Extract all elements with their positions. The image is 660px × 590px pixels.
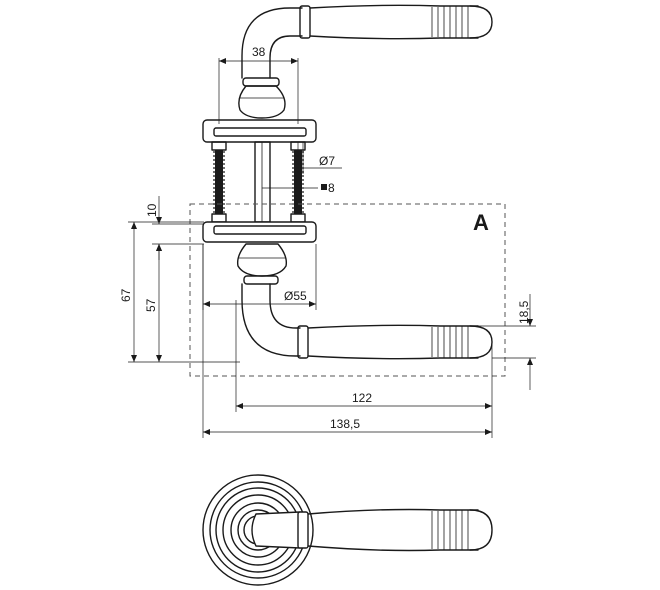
lower-lever	[241, 283, 493, 360]
screws-and-spindle	[211, 141, 306, 223]
dimension-138-5: 138,5	[202, 244, 493, 438]
dimension-spindle: 8	[262, 181, 335, 195]
upper-collar	[238, 77, 286, 119]
dimension-rose-diameter: Ø55	[202, 244, 317, 310]
lower-rose-plate	[202, 221, 317, 243]
zone-a-boundary	[189, 203, 506, 377]
dimension-10-label: 10	[145, 203, 159, 217]
zone-a-label: A	[473, 210, 489, 235]
dimension-spindle-label: 8	[328, 181, 335, 195]
square-symbol-icon	[321, 184, 327, 190]
dimension-screw-diameter-label: Ø7	[319, 154, 335, 168]
dimension-38: 38	[218, 45, 299, 124]
lower-collar	[236, 243, 288, 285]
upper-rose-plate	[202, 119, 317, 143]
dimension-67: 67	[119, 221, 240, 363]
dimension-38-label: 38	[252, 45, 266, 59]
dimension-rose-diameter-label: Ø55	[284, 289, 307, 303]
dimension-138-5-label: 138,5	[330, 417, 360, 431]
dimension-57: 57	[144, 244, 162, 362]
dimension-10: 10	[145, 196, 204, 260]
plan-view	[202, 474, 493, 586]
dimension-57-label: 57	[144, 298, 158, 312]
dimension-18-5-label: 18,5	[517, 300, 531, 324]
dimension-122: 122	[235, 300, 493, 412]
dimension-67-label: 67	[119, 288, 133, 302]
upper-lever	[241, 4, 493, 79]
dimension-122-label: 122	[352, 391, 372, 405]
dimension-18-5: 18,5	[478, 294, 536, 390]
dimension-screw-diameter: Ø7	[297, 142, 342, 174]
